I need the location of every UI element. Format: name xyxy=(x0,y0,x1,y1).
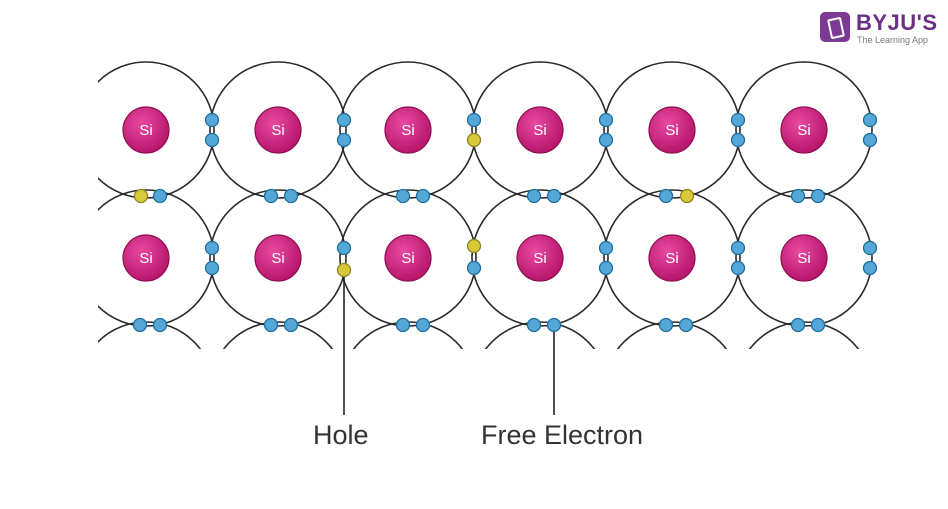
electron xyxy=(336,112,352,128)
electron xyxy=(263,317,279,333)
electron xyxy=(862,240,878,256)
electron xyxy=(283,317,299,333)
electron xyxy=(395,188,411,204)
silicon-nucleus xyxy=(516,234,564,282)
electron xyxy=(395,317,411,333)
atom-label: Si xyxy=(271,122,284,139)
silicon-atom: Si xyxy=(648,106,696,154)
electron xyxy=(862,112,878,128)
hole-label: Hole xyxy=(313,420,369,450)
electron xyxy=(204,240,220,256)
byjus-logo-icon xyxy=(820,12,850,42)
electron xyxy=(526,317,542,333)
orbit-circle xyxy=(209,61,347,199)
silicon-atom: Si xyxy=(516,106,564,154)
electron xyxy=(790,317,806,333)
electron xyxy=(658,188,674,204)
silicon-atom: Si xyxy=(780,234,828,282)
electron xyxy=(730,240,746,256)
electron xyxy=(466,112,482,128)
silicon-nucleus xyxy=(780,234,828,282)
atom-label: Si xyxy=(401,122,414,139)
electron xyxy=(598,132,614,148)
orbit-circle xyxy=(222,321,334,349)
hole-marker xyxy=(679,188,695,204)
silicon-nucleus xyxy=(122,234,170,282)
silicon-nucleus xyxy=(254,106,302,154)
electron xyxy=(336,240,352,256)
logo-name: BYJU'S xyxy=(856,10,938,35)
electron xyxy=(415,188,431,204)
electron xyxy=(598,112,614,128)
silicon-nucleus xyxy=(254,234,302,282)
atom-label: Si xyxy=(533,250,546,267)
callout-lines xyxy=(343,272,555,415)
silicon-nucleus xyxy=(780,106,828,154)
electron xyxy=(526,188,542,204)
silicon-atom: Si xyxy=(122,234,170,282)
electron xyxy=(598,240,614,256)
silicon-atom: Si xyxy=(648,234,696,282)
electron xyxy=(204,112,220,128)
electron xyxy=(204,132,220,148)
silicon-atom: Si xyxy=(384,106,432,154)
atom-label: Si xyxy=(139,122,152,139)
atom-label: Si xyxy=(271,250,284,267)
atom-label: Si xyxy=(665,122,678,139)
hole-marker xyxy=(466,238,482,254)
electron xyxy=(658,317,674,333)
silicon-atom: Si xyxy=(254,106,302,154)
electron xyxy=(862,132,878,148)
silicon-atom: Si xyxy=(780,106,828,154)
hole-marker xyxy=(133,188,149,204)
electron xyxy=(263,188,279,204)
silicon-atom: Si xyxy=(384,234,432,282)
electron xyxy=(415,317,431,333)
electron-pairs xyxy=(132,112,878,333)
atom-label: Si xyxy=(797,250,810,267)
electron xyxy=(862,260,878,276)
electron xyxy=(204,260,220,276)
electron xyxy=(336,132,352,148)
silicon-nucleus xyxy=(384,106,432,154)
atom-label: Si xyxy=(665,250,678,267)
electron xyxy=(598,260,614,276)
atom-label: Si xyxy=(139,250,152,267)
electron xyxy=(730,112,746,128)
atom-label: Si xyxy=(533,122,546,139)
electron xyxy=(730,260,746,276)
silicon-nucleus xyxy=(648,106,696,154)
orbit-circle xyxy=(98,321,202,349)
electron xyxy=(466,260,482,276)
free-electron-label: Free Electron xyxy=(481,420,644,450)
electron xyxy=(283,188,299,204)
electron xyxy=(132,317,148,333)
orbit-circle xyxy=(748,321,860,349)
hole-marker xyxy=(466,132,482,148)
silicon-atom: Si xyxy=(516,234,564,282)
electron xyxy=(730,132,746,148)
silicon-nucleus xyxy=(122,106,170,154)
silicon-nucleus xyxy=(648,234,696,282)
silicon-atom: Si xyxy=(122,106,170,154)
atom-label: Si xyxy=(797,122,810,139)
electron xyxy=(790,188,806,204)
electron xyxy=(152,188,168,204)
silicon-atom: Si xyxy=(254,234,302,282)
electron xyxy=(546,188,562,204)
hole-marker xyxy=(336,262,352,278)
logo-tagline: The Learning App xyxy=(857,35,929,45)
byjus-logo: BYJU'S The Learning App xyxy=(820,10,942,46)
electron xyxy=(810,188,826,204)
silicon-nucleus xyxy=(516,106,564,154)
electron xyxy=(546,317,562,333)
electron xyxy=(152,317,168,333)
silicon-nucleus xyxy=(384,234,432,282)
electron xyxy=(810,317,826,333)
electron xyxy=(678,317,694,333)
atom-label: Si xyxy=(401,250,414,267)
